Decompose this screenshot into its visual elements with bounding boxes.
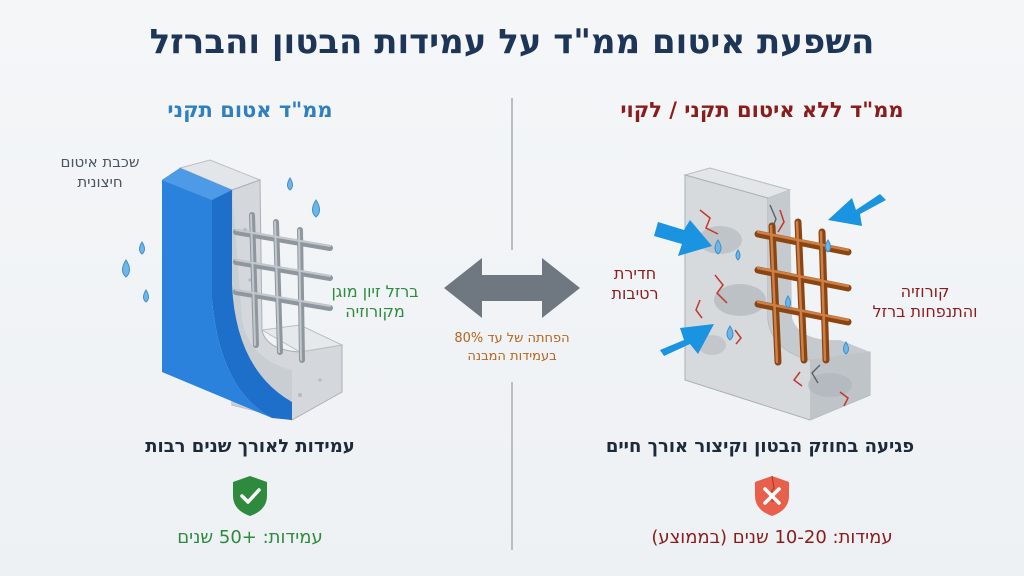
water-drops-left — [122, 177, 320, 303]
membrane-label-line2: חיצונית — [77, 173, 123, 191]
moisture-label: חדירת רטיבות — [600, 264, 670, 304]
left-heading: ממ"ד אטום תקני — [167, 98, 333, 122]
x-shield-icon — [755, 475, 789, 516]
membrane-label: שכבת איטום חיצונית — [40, 152, 160, 192]
check-shield-icon — [233, 476, 267, 516]
right-outcome: פגיעה בחוזק הבטון וקיצור אורך חיים — [605, 436, 915, 457]
right-lifespan: עמידות: 10-20 שנים (בממוצע) — [651, 527, 893, 548]
reduction-line2: בעמידות המבנה — [467, 349, 557, 364]
concrete-cracks — [695, 209, 849, 407]
water-drops-right — [714, 239, 849, 355]
moisture-arrows — [654, 194, 886, 356]
right-heading: ממ"ד ללא איטום תקני / לקוי — [620, 98, 904, 122]
rebar-label-line2: מקורוזיה — [345, 302, 405, 321]
moisture-label-line1: חדירת — [613, 264, 657, 283]
center-divider-top — [511, 98, 513, 250]
membrane-label-line1: שכבת איטום — [60, 153, 140, 171]
membrane-layer — [162, 168, 292, 420]
page-title: השפעת איטום ממ"ד על עמידות הבטון והברזל — [149, 22, 875, 62]
left-lifespan: עמידות: +50 שנים — [177, 527, 323, 548]
corrosion-label: קורוזיה והתנפחות ברזל — [860, 282, 990, 322]
rebar-label-line1: ברזל זיון מוגן — [331, 282, 419, 301]
corrosion-label-line2: והתנפחות ברזל — [872, 302, 978, 321]
left-outcome: עמידות לאורך שנים רבות — [145, 436, 355, 457]
rebar-protected-label: ברזל זיון מוגן מקורוזיה — [315, 282, 435, 322]
reduction-line1: הפחתה של עד 80% — [454, 331, 570, 346]
reduction-label: הפחתה של עד 80% בעמידות המבנה — [430, 330, 594, 366]
corrosion-label-line1: קורוזיה — [900, 282, 950, 301]
center-divider-bottom — [511, 382, 513, 550]
moisture-label-line2: רטיבות — [611, 284, 659, 303]
